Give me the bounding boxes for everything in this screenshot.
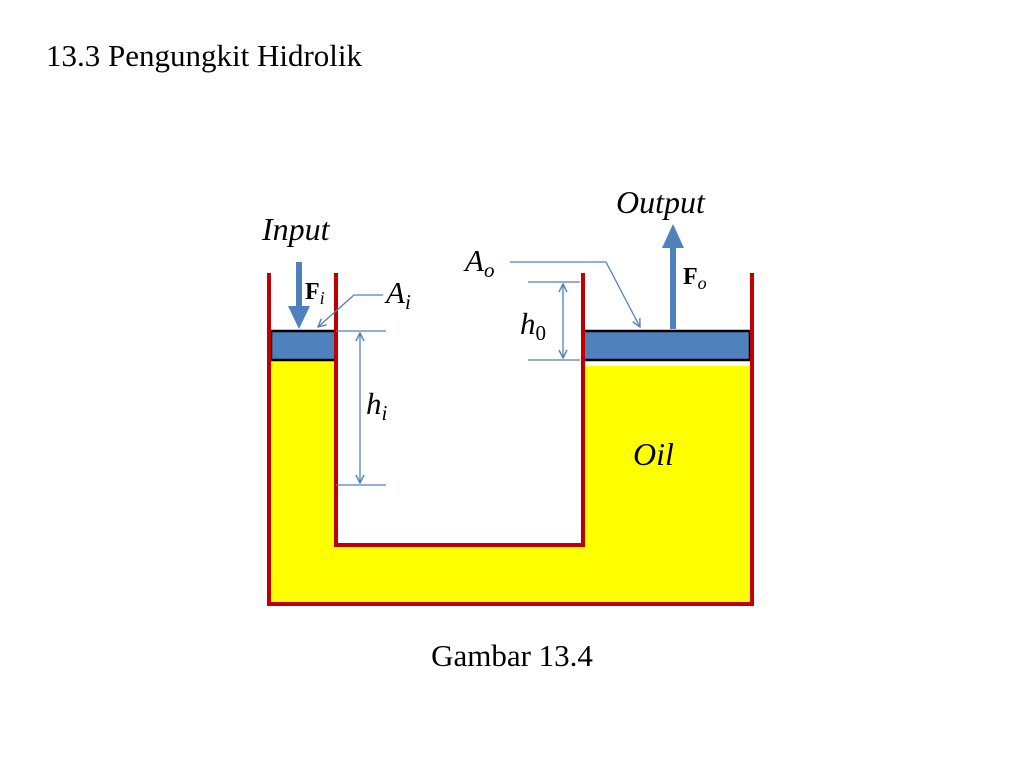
input-height-label: hi — [366, 386, 388, 425]
input-force-label: Fi — [305, 279, 325, 308]
output-height-subscript: 0 — [536, 321, 547, 345]
input-piston — [269, 329, 338, 362]
input-area-label: Ai — [384, 275, 411, 314]
oil-fluid — [271, 360, 750, 603]
output-piston — [581, 329, 752, 362]
output-height-label: h0 — [520, 306, 546, 345]
output-area-leader — [510, 261, 640, 327]
output-force-subscript: o — [698, 273, 707, 293]
input-force-symbol: F — [305, 279, 320, 305]
output-area-subscript: o — [484, 258, 495, 282]
input-force-subscript: i — [320, 288, 325, 308]
output-force-arrow — [662, 224, 684, 329]
output-label: Output — [616, 184, 706, 220]
input-height-dimension — [336, 330, 386, 486]
input-force-arrow — [288, 262, 310, 329]
output-area-symbol: A — [463, 243, 485, 278]
slide-title: 13.3 Pengungkit Hidrolik — [46, 38, 363, 73]
input-height-subscript: i — [382, 401, 388, 425]
input-area-subscript: i — [405, 290, 411, 314]
output-force-symbol: F — [683, 264, 698, 290]
oil-label: Oil — [633, 436, 674, 472]
container-inner-wall — [334, 273, 585, 547]
output-force-label: Fo — [683, 264, 707, 293]
input-area-leader — [318, 294, 383, 327]
figure-caption: Gambar 13.4 — [431, 638, 593, 673]
input-label: Input — [261, 211, 331, 247]
input-area-symbol: A — [384, 275, 406, 310]
input-height-symbol: h — [366, 386, 382, 421]
output-height-symbol: h — [520, 306, 536, 341]
output-area-label: Ao — [463, 243, 494, 282]
output-height-dimension — [528, 281, 580, 361]
container-outer-wall — [267, 273, 754, 606]
